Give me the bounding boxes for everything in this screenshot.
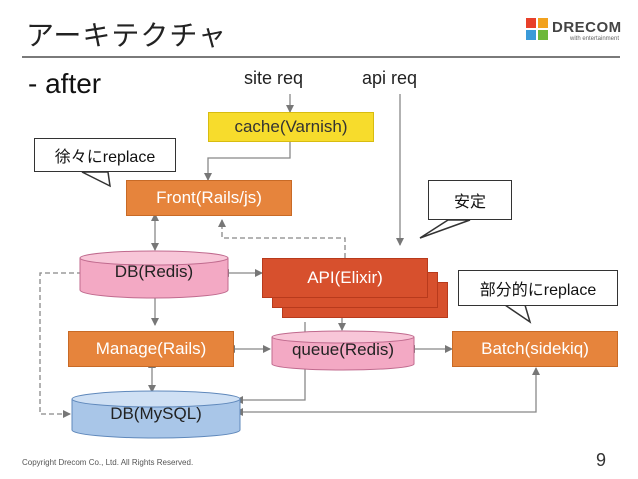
bullet-after: - after [28,68,102,99]
page-number: 9 [596,450,607,470]
footer-copyright: Copyright Drecom Co., Ltd. All Rights Re… [22,458,194,467]
node-api: API(Elixir) [262,258,428,298]
logo-text: DRECOM [552,19,622,36]
node-manage: Manage(Rails) [68,331,234,367]
api-req-label: api req [362,68,418,88]
node-cache: cache(Varnish) [208,112,374,142]
edge-dashed-api-front [218,219,346,258]
title-divider [22,56,620,58]
callout-partial-replace: 部分的にreplace [458,270,618,306]
callout-gradual-replace: 徐々にreplace [34,138,176,172]
callout-tail-partial [502,304,532,324]
node-mysql-label: DB(MySQL) [110,404,202,423]
site-req-label: site req [244,68,304,88]
node-dbredis-label: DB(Redis) [114,262,194,281]
callout-tail-stable [419,219,471,239]
callout-stable: 安定 [428,180,512,220]
edge-dashed-redis-mysql [39,272,82,418]
node-front: Front(Rails/js) [126,180,292,216]
edge-mysql-batch [235,367,540,416]
node-dbredis [79,250,229,299]
edge-cache-front [204,142,291,181]
callout-tail-gradual [81,171,111,188]
node-queue [271,330,415,371]
logo-mark-icon [526,18,548,40]
slide-title: アーキテクチャ [26,20,228,51]
node-queue-label: queue(Redis) [291,340,395,359]
node-batch: Batch(sidekiq) [452,331,618,367]
drecom-logo: DRECOM with entertainment [524,16,622,48]
logo-tagline: with entertainment [570,36,620,42]
node-mysql [71,390,241,439]
